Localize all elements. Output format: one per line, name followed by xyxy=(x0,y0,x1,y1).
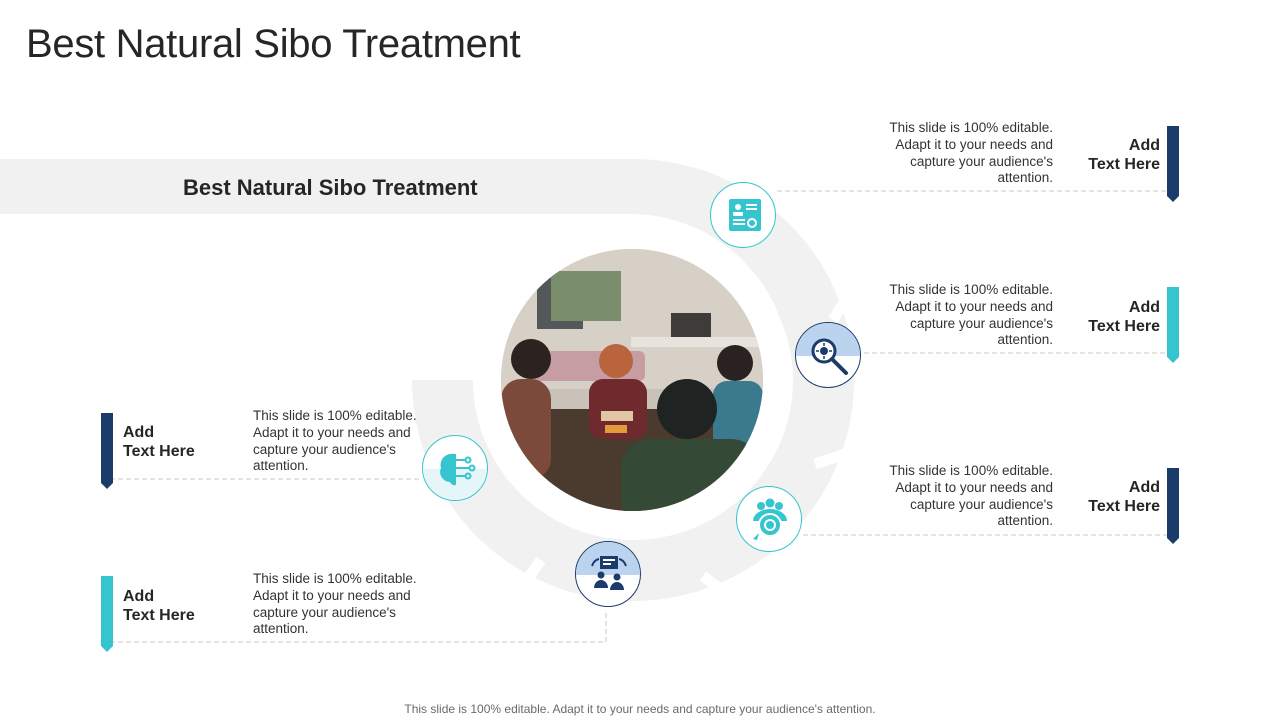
item-3-label-line1: Add xyxy=(1128,479,1160,496)
accent-bar-4 xyxy=(101,413,113,489)
magnifier-bacteria-icon xyxy=(795,322,861,388)
meeting-photo xyxy=(501,249,763,511)
item-5-label-line2: Text Here xyxy=(123,607,195,624)
accent-bar-3 xyxy=(1167,468,1179,544)
accent-bar-1 xyxy=(1167,126,1179,202)
document-gear-icon xyxy=(710,182,776,248)
item-1-description: This slide is 100% editable. Adapt it to… xyxy=(889,120,1053,186)
accent-bar-2 xyxy=(1167,287,1179,363)
item-1-label-line1: Add xyxy=(1128,137,1160,154)
item-5-label-line1: Add xyxy=(123,588,155,605)
item-1-label-line2: Text Here xyxy=(1088,156,1160,173)
brain-circuit-icon xyxy=(422,435,488,501)
team-target-icon xyxy=(736,486,802,552)
footer-note: This slide is 100% editable. Adapt it to… xyxy=(404,702,876,716)
banner-title: Best Natural Sibo Treatment xyxy=(183,175,478,200)
item-3-label: Add Text Here xyxy=(1060,478,1160,516)
item-2-description: This slide is 100% editable. Adapt it to… xyxy=(889,282,1053,348)
item-4-label: Add Text Here xyxy=(123,423,223,461)
item-4-label-line1: Add xyxy=(123,424,155,441)
page-title: Best Natural Sibo Treatment xyxy=(26,22,521,66)
item-3-description: This slide is 100% editable. Adapt it to… xyxy=(889,463,1053,529)
meeting-presentation-icon xyxy=(575,541,641,607)
item-2-label-line2: Text Here xyxy=(1088,318,1160,335)
item-2-label-line1: Add xyxy=(1128,299,1160,316)
accent-bar-5 xyxy=(101,576,113,652)
item-2-label: Add Text Here xyxy=(1060,298,1160,336)
banner-arc xyxy=(0,159,836,318)
item-4-label-line2: Text Here xyxy=(123,443,195,460)
ring-arc xyxy=(412,380,854,601)
item-5-description: This slide is 100% editable. Adapt it to… xyxy=(253,571,417,637)
item-4-description: This slide is 100% editable. Adapt it to… xyxy=(253,408,417,474)
item-3-label-line2: Text Here xyxy=(1088,498,1160,515)
item-1-label: Add Text Here xyxy=(1060,136,1160,174)
item-5-label: Add Text Here xyxy=(123,587,223,625)
connector-5 xyxy=(110,610,607,643)
